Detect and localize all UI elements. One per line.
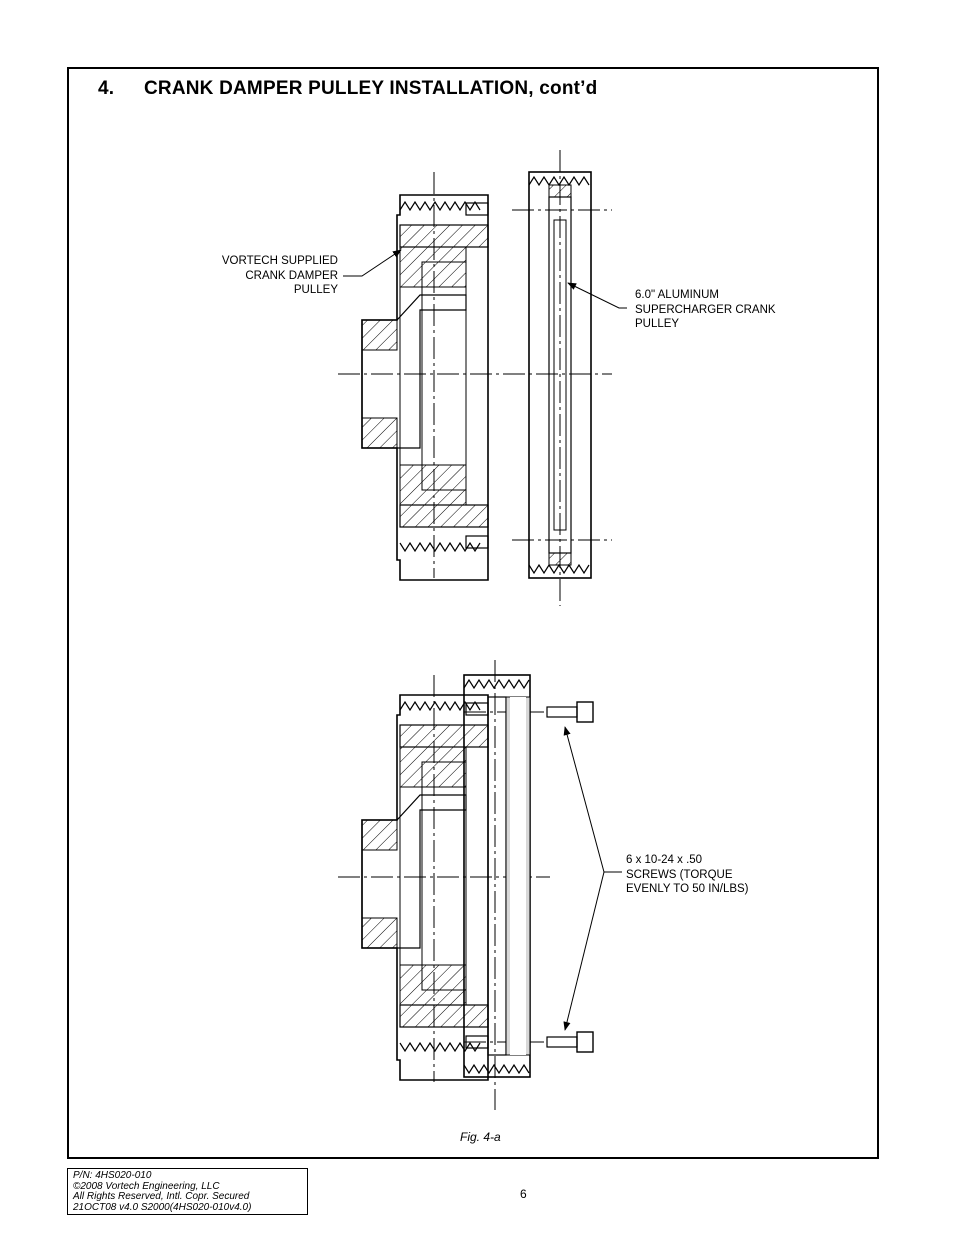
footer-info-box: P/N: 4HS020-010 ©2008 Vortech Engineerin… <box>67 1168 308 1215</box>
section-heading: 4. CRANK DAMPER PULLEY INSTALLATION, cont… <box>98 78 597 100</box>
screw-icon <box>546 1031 594 1053</box>
page-number: 6 <box>520 1187 527 1201</box>
damper-callout: VORTECH SUPPLIED CRANK DAMPER PULLEY <box>221 255 338 296</box>
section-title: CRANK DAMPER PULLEY INSTALLATION, cont’d <box>144 78 598 99</box>
content-frame <box>67 67 879 1159</box>
screw-icon <box>546 701 594 723</box>
crank-pulley-callout: 6.0" ALUMINUM SUPERCHARGER CRANK PULLEY <box>635 289 776 330</box>
figure-caption: Fig. 4-a <box>460 1130 501 1144</box>
aluminum-crank-pulley <box>528 171 592 579</box>
screws-callout: 6 x 10-24 x .50 SCREWS (TORQUE EVENLY TO… <box>626 854 749 895</box>
mounted-crank-pulley <box>463 674 531 1078</box>
section-number: 4. <box>98 78 115 99</box>
